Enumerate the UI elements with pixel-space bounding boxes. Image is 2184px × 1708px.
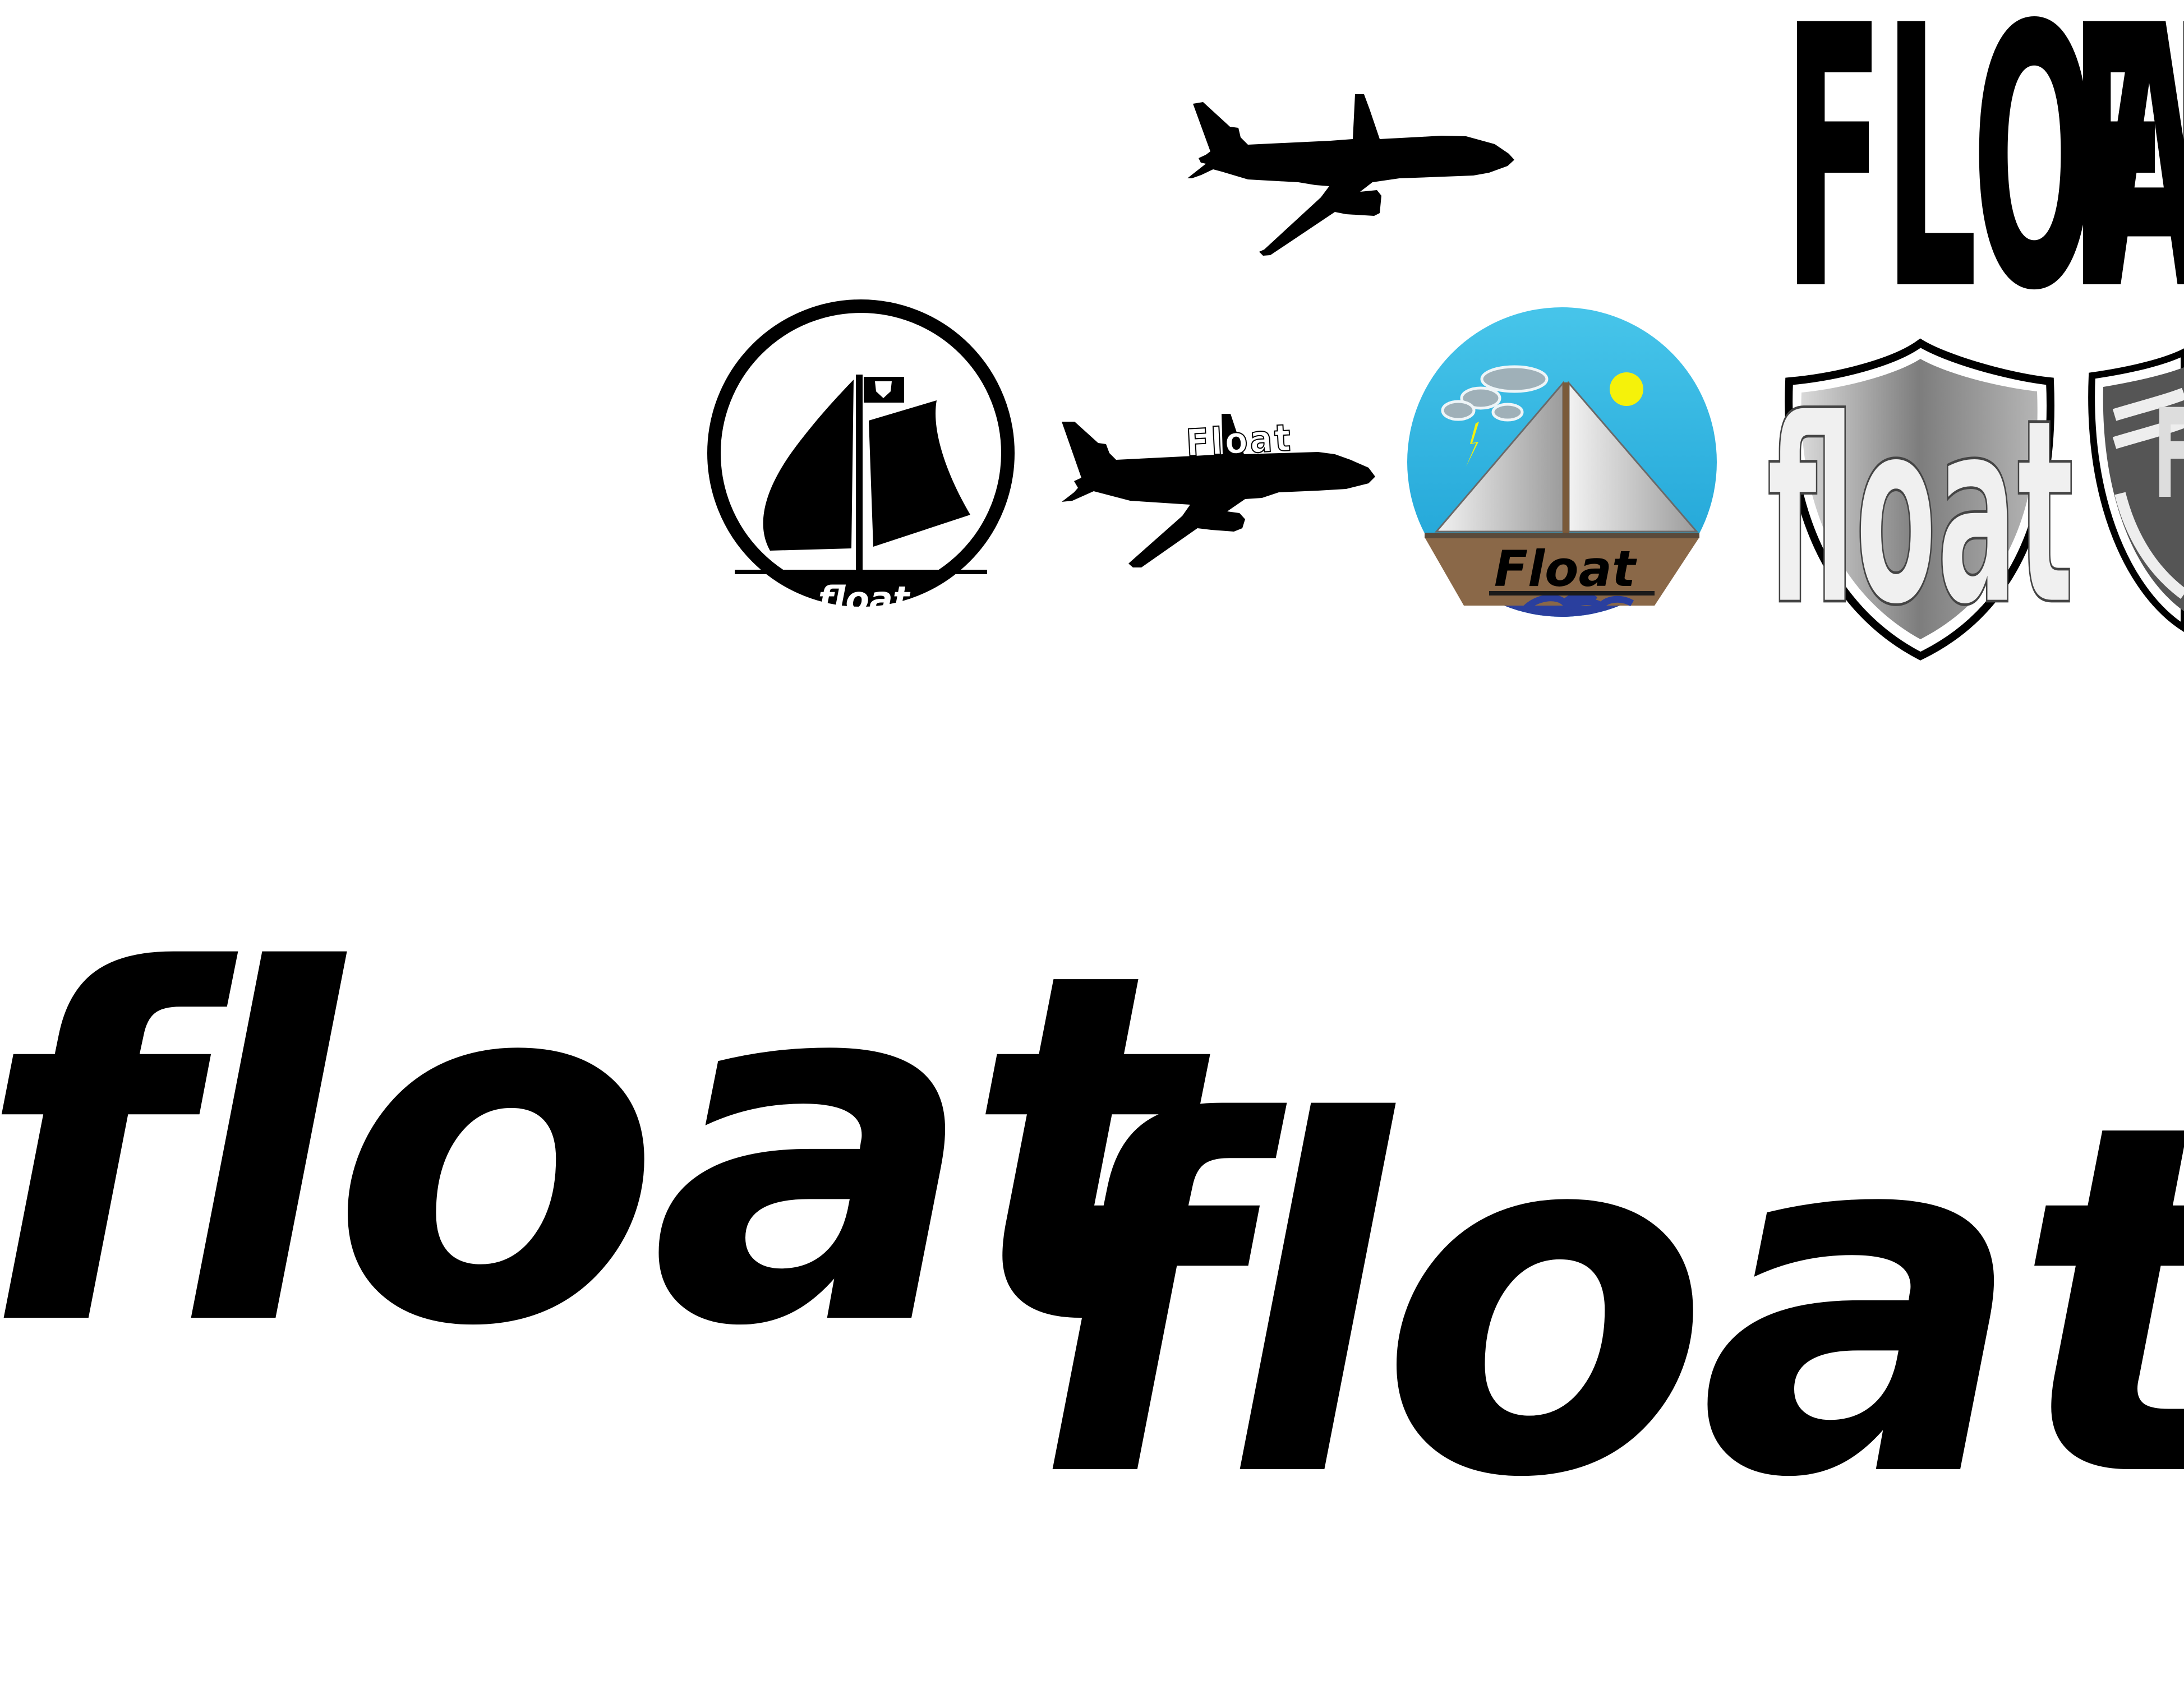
lightning-icon	[1466, 422, 1479, 467]
airplane-float-logo: Float	[1062, 414, 1375, 567]
warped-wordmark: FLOAT FLO	[1784, 0, 2184, 370]
wordmark-large-right: float	[1026, 1022, 2184, 1583]
sailboat-circle-logo: float	[707, 299, 1015, 620]
flag-icon	[864, 377, 904, 403]
shield-dark-label: FO	[2154, 382, 2184, 526]
warped-float-text: FLOAT	[1784, 0, 2184, 370]
color-boat-label: Float	[1494, 540, 1637, 598]
plane-label: Float	[1185, 416, 1294, 465]
sun-icon	[1610, 372, 1643, 406]
color-sailboat-logo: Float	[1407, 307, 1717, 617]
cloud-icon	[1441, 365, 1549, 422]
warped-float-partial-text: FLO	[2070, 0, 2184, 370]
wordmark-large-left: float	[0, 870, 1214, 1432]
shield-dark-logo: FO	[2088, 348, 2184, 633]
shield-icon: float	[1766, 338, 2075, 663]
shield-gray-label: float	[1767, 364, 2074, 662]
circle-boat-label: float	[818, 579, 911, 620]
airplane-icon	[1187, 94, 1514, 256]
airplane-icon	[1062, 414, 1375, 567]
sailboat-icon	[763, 380, 854, 551]
